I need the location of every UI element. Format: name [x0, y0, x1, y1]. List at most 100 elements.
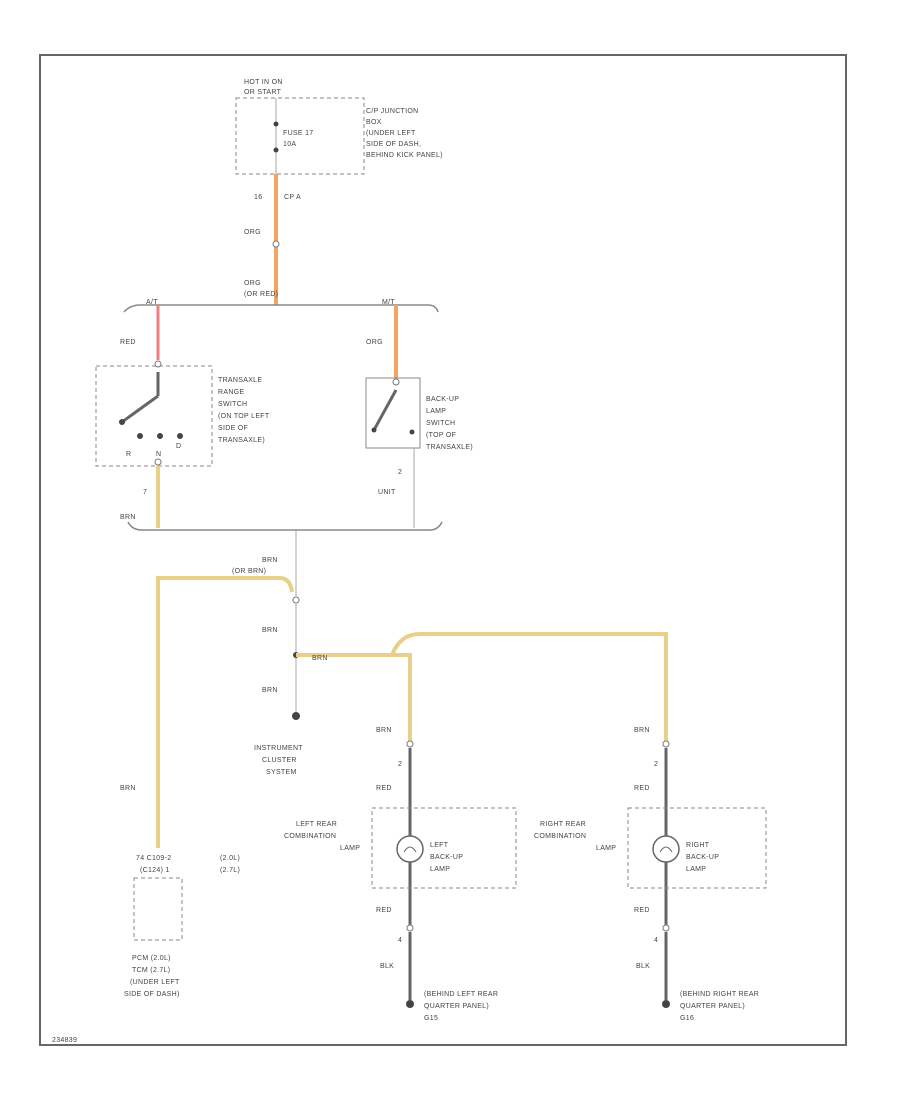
power-source: HOT IN ON OR START FUSE 17 10A C/P JUNCT…	[235, 79, 443, 175]
fuse-terminal-top	[273, 121, 279, 127]
left-ground-3: G15	[424, 1015, 438, 1022]
right-ground-icon	[662, 1000, 670, 1008]
left-wire-red-2: RED	[376, 907, 392, 914]
left-ground-2: QUARTER PANEL)	[424, 1003, 489, 1010]
range-switch-label-5: SIDE OF	[218, 425, 248, 432]
right-backup-1: RIGHT	[686, 842, 710, 849]
connector-cp-a-label: CP A	[284, 194, 301, 201]
wire-org-2: ORG	[244, 280, 261, 287]
wire-org-1: ORG	[244, 229, 261, 236]
left-comb-1: LEFT REAR	[296, 821, 337, 828]
inline-connector-1	[272, 240, 280, 248]
backup-lamp-switch: BACK-UP LAMP SWITCH (TOP OF TRANSAXLE) 2…	[365, 377, 473, 496]
fuse-rating: 10A	[283, 141, 296, 148]
backup-switch-label-2: LAMP	[426, 408, 446, 415]
pin-7-label: 7	[143, 489, 147, 496]
range-switch-outline	[95, 365, 213, 467]
backup-switch-contact-1	[371, 427, 377, 433]
instrument-cluster-terminal	[292, 712, 300, 720]
junction-box-line-2: BOX	[366, 119, 382, 126]
backup-switch-arm	[372, 389, 398, 431]
backup-switch-pin-2: 2	[398, 469, 402, 476]
left-backup-2: BACK-UP	[430, 854, 463, 861]
right-pin-2: 2	[654, 761, 658, 768]
inline-connector-2	[292, 596, 300, 604]
right-wire-red-2: RED	[634, 907, 650, 914]
left-backup-3: LAMP	[430, 866, 450, 873]
right-wire-red: RED	[634, 785, 650, 792]
junction-box-outline	[235, 97, 365, 175]
right-lamp-outline	[627, 807, 767, 889]
left-ground-1: (BEHIND LEFT REAR	[424, 991, 498, 998]
left-wire-blk: BLK	[380, 963, 394, 970]
left-comb-3: LAMP	[340, 845, 360, 852]
backup-switch-pin-top	[392, 378, 400, 386]
right-backup-3: LAMP	[686, 866, 706, 873]
right-comb-1: RIGHT REAR	[540, 821, 586, 828]
right-lamp-connector-top	[662, 740, 670, 748]
pcm-location-3: (UNDER LEFT	[130, 979, 180, 986]
right-wire-blk: BLK	[636, 963, 650, 970]
range-switch-label-1: TRANSAXLE	[218, 377, 262, 384]
junction-box-line-1: C/P JUNCTION	[366, 108, 418, 115]
brown-wire-right-lamp	[390, 632, 668, 742]
pcm-connector-2: (C124) 1	[140, 867, 170, 874]
hot-label-1: HOT IN ON	[244, 79, 283, 86]
right-ground-2: QUARTER PANEL)	[680, 1003, 745, 1010]
pin-16-label: 16	[254, 194, 262, 201]
right-comb-3: LAMP	[596, 845, 616, 852]
range-switch-pin-top	[154, 360, 162, 368]
junction-box-line-5: BEHIND KICK PANEL)	[366, 152, 443, 159]
pcm-engine-2: (2.7L)	[220, 867, 240, 874]
right-bulb-icon	[652, 835, 680, 863]
right-bulb-filament	[659, 846, 673, 853]
pcm-location-4: SIDE OF DASH)	[124, 991, 180, 998]
upper-bus	[123, 304, 439, 313]
left-lamp-connector-bottom	[406, 924, 414, 932]
hot-label-2: OR START	[244, 89, 282, 96]
backup-switch-outline	[365, 377, 421, 449]
wire-brn-1: BRN	[120, 514, 136, 521]
cluster-label-2: CLUSTER	[262, 757, 297, 764]
fuse-label: FUSE 17	[283, 130, 314, 137]
switch-pos-d: D	[176, 443, 181, 450]
right-comb-2: COMBINATION	[534, 833, 586, 840]
wire-brn-6: BRN	[120, 785, 136, 792]
left-bulb-icon	[396, 835, 424, 863]
wire-org-3: ORG	[366, 339, 383, 346]
wire-brn-5: BRN	[312, 655, 328, 662]
pcm-outline	[133, 877, 183, 941]
range-switch-contact-1	[137, 433, 143, 439]
left-rear-lamp-circuit: BRN 2 RED LEFT REAR COMBINATION LAMP LEF…	[284, 727, 517, 1022]
cluster-label-3: SYSTEM	[266, 769, 297, 776]
left-bulb-filament	[403, 846, 417, 853]
left-pin-4: 4	[398, 937, 402, 944]
mt-label: M/T	[382, 299, 395, 306]
left-wire-red: RED	[376, 785, 392, 792]
pcm-engine-1: (2.0L)	[220, 855, 240, 862]
wire-org-splice: (OR RED)	[244, 291, 278, 298]
junction-box-line-4: SIDE OF DASH,	[366, 141, 421, 148]
backup-switch-label-3: SWITCH	[426, 420, 455, 427]
left-ground-icon	[406, 1000, 414, 1008]
backup-switch-contact-2	[409, 429, 415, 435]
wire-brn-4: BRN	[262, 687, 278, 694]
range-switch-contact-r	[119, 419, 125, 425]
brown-wire-pcm	[156, 576, 294, 848]
pcm-location-1: PCM (2.0L)	[132, 955, 171, 962]
range-switch-pin-bottom	[154, 458, 162, 466]
footer-code: 234839	[52, 1037, 77, 1044]
unit-label: UNIT	[378, 489, 396, 496]
range-switch-label-2: RANGE	[218, 389, 244, 396]
wire-brn-7: BRN	[376, 727, 392, 734]
left-lamp-outline	[371, 807, 517, 889]
switch-pos-n: N	[156, 451, 161, 458]
backup-switch-label-5: TRANSAXLE)	[426, 444, 473, 451]
right-ground-3: G16	[680, 1015, 694, 1022]
left-lamp-connector-top	[406, 740, 414, 748]
range-switch-label-6: TRANSAXLE)	[218, 437, 265, 444]
wire-brn-8: BRN	[634, 727, 650, 734]
left-comb-2: COMBINATION	[284, 833, 336, 840]
left-pin-2: 2	[398, 761, 402, 768]
